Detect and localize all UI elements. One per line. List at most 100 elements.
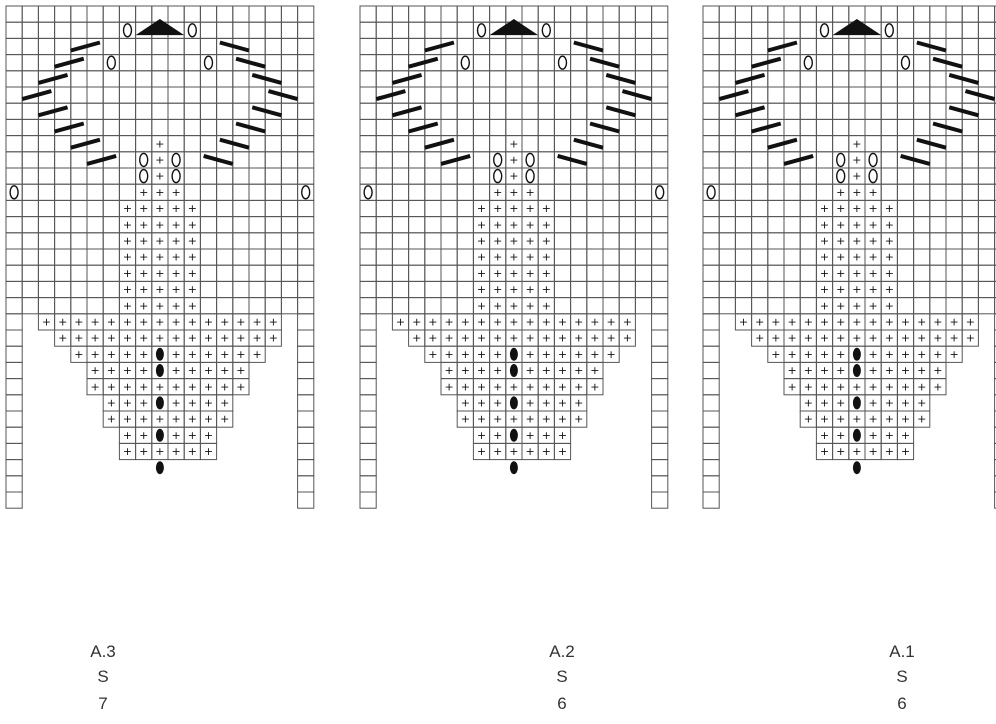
grid-square <box>537 54 555 72</box>
grid-square <box>994 5 996 23</box>
purl-cross: + <box>525 251 534 264</box>
grid-square <box>280 199 299 218</box>
grid-square <box>440 102 458 120</box>
grid-square <box>5 70 23 88</box>
grid-square <box>408 135 426 153</box>
grid-square <box>634 232 653 250</box>
grid-square <box>783 54 801 72</box>
grid-square <box>297 361 315 380</box>
purl-cross: + <box>852 234 861 247</box>
grid-square <box>634 183 653 201</box>
purl-cross: + <box>525 348 534 361</box>
grid-square <box>216 410 234 428</box>
grid-square <box>232 216 250 234</box>
grid-square <box>537 118 555 137</box>
grid-square <box>70 199 88 218</box>
grid-square <box>913 86 931 104</box>
purl-cross: + <box>171 445 180 458</box>
purl-cross: + <box>171 315 180 328</box>
grid-square <box>54 5 72 23</box>
grid-square <box>618 248 636 266</box>
grid-square <box>86 264 104 282</box>
grid-square <box>472 5 491 23</box>
purl-cross: + <box>525 218 534 231</box>
grid-square <box>5 118 23 137</box>
grid-square <box>505 102 523 120</box>
grid-square <box>216 86 234 104</box>
purl-cross: + <box>558 429 567 442</box>
purl-cross: + <box>493 396 502 409</box>
grid-square <box>135 135 153 153</box>
purl-cross: + <box>155 267 164 280</box>
purl-cross: + <box>836 364 845 377</box>
grid-square <box>21 167 39 185</box>
grid-square <box>102 37 120 56</box>
grid-square <box>799 264 817 282</box>
grid-square <box>297 345 315 363</box>
grid-square <box>961 135 979 153</box>
grid-square <box>945 297 963 315</box>
grid-square <box>391 118 410 137</box>
grid-square <box>264 151 282 169</box>
grid-square <box>456 167 474 185</box>
grid-square <box>297 199 315 218</box>
grid-square <box>424 86 442 104</box>
grid-square <box>440 21 458 39</box>
grid-square <box>21 183 39 201</box>
purl-cross: + <box>868 364 877 377</box>
grid-square <box>783 183 801 201</box>
purl-cross: + <box>155 153 164 166</box>
purl-cross: + <box>574 332 583 345</box>
purl-cross: + <box>509 218 518 231</box>
grid-square <box>832 118 850 137</box>
purl-cross: + <box>204 364 213 377</box>
grid-square <box>199 248 218 266</box>
purl-cross: + <box>820 202 829 215</box>
grid-square <box>815 102 834 120</box>
grid-square <box>391 54 410 72</box>
grid-square <box>167 102 185 120</box>
purl-cross: + <box>852 413 861 426</box>
grid-square <box>553 5 572 23</box>
purl-cross: + <box>155 445 164 458</box>
purl-cross: + <box>836 202 845 215</box>
grid-square <box>264 21 282 39</box>
grid-square <box>634 264 653 282</box>
grid-square <box>751 183 769 201</box>
purl-cross: + <box>836 299 845 312</box>
purl-cross: + <box>787 315 796 328</box>
grid-square <box>702 378 720 396</box>
grid-square <box>21 297 39 315</box>
purl-cross: + <box>525 202 534 215</box>
grid-square <box>602 280 620 299</box>
purl-cross: + <box>509 267 518 280</box>
grid-square <box>783 86 801 104</box>
grid-square <box>702 264 720 282</box>
grid-square <box>832 86 850 104</box>
grid-square <box>280 183 299 201</box>
purl-cross: + <box>509 170 518 183</box>
purl-cross: + <box>509 186 518 199</box>
grid-square <box>537 151 555 169</box>
purl-cross: + <box>852 137 861 150</box>
grid-square <box>945 232 963 250</box>
grid-square <box>183 37 201 56</box>
decrease-slash <box>767 137 798 150</box>
purl-cross: + <box>412 315 421 328</box>
purl-cross: + <box>236 348 245 361</box>
grid-square <box>651 264 669 282</box>
grid-square <box>21 151 39 169</box>
grid-square <box>102 135 120 153</box>
grid-square <box>702 475 720 493</box>
grid-square <box>297 167 315 185</box>
grid-square <box>440 297 458 315</box>
purl-cross: + <box>820 267 829 280</box>
grid-square <box>880 54 898 72</box>
grid-square <box>751 167 769 185</box>
grid-square <box>702 280 720 299</box>
grid-square <box>734 54 753 72</box>
decrease-slash <box>964 89 996 102</box>
decrease-slash <box>605 105 636 118</box>
grid-square <box>521 54 539 72</box>
grid-square <box>37 248 56 266</box>
